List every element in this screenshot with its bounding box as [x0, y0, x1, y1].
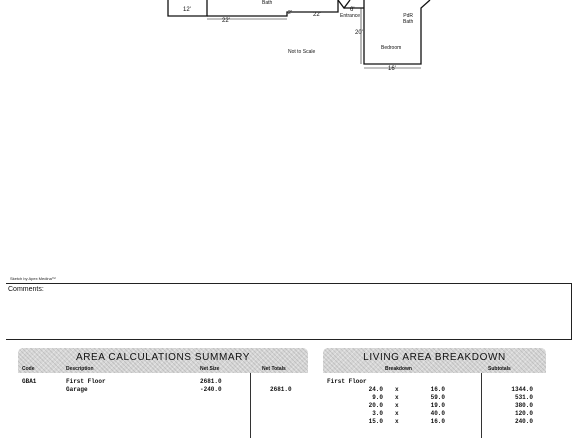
- dim-right-side: 20': [355, 30, 363, 36]
- breakdown-dim-b: 16.0: [430, 418, 445, 425]
- living-area-body: First Floor 24.0 x 16.0 1344.0 9.0 x 59.0 531.0…: [323, 373, 546, 438]
- breakdown-times: x: [395, 402, 399, 409]
- breakdown-subtotal: 380.0: [514, 402, 533, 409]
- breakdown-dim-b: 59.0: [430, 394, 445, 401]
- breakdown-dim-b: 19.0: [430, 402, 445, 409]
- sketch-credit: Sketch by Apex Medina™: [10, 276, 56, 281]
- dim-middle-small: 2': [288, 10, 292, 16]
- room-label-pdr: PdR: [403, 13, 414, 19]
- area-summary-title: AREA CALCULATIONS SUMMARY: [75, 352, 251, 363]
- column-divider: [481, 373, 482, 438]
- dim-bottom-long: 22': [222, 18, 230, 24]
- living-area-title: LIVING AREA BREAKDOWN: [363, 352, 506, 363]
- breakdown-times: x: [395, 394, 399, 401]
- area-summary-table: AREA CALCULATIONS SUMMARY Code Descripti…: [18, 348, 308, 438]
- room-label-bath-2: Bath: [403, 19, 414, 25]
- breakdown-subtotal: 531.0: [514, 394, 533, 401]
- breakdown-subtotal: 240.0: [514, 418, 533, 425]
- col-code: Code: [22, 366, 35, 372]
- col-net-totals: Net Totals: [262, 366, 286, 372]
- comments-label: Comments:: [8, 286, 44, 293]
- column-divider: [250, 373, 251, 438]
- floor-plan-sketch: 12' 22' 2' 22' 6' 20' 16' Bath Entrance …: [10, 0, 431, 281]
- row-net-totals: 2681.0: [270, 386, 292, 393]
- breakdown-dim-b: 40.0: [430, 410, 445, 417]
- breakdown-dim-a: 3.0: [372, 410, 383, 417]
- breakdown-subtotal: 120.0: [514, 410, 533, 417]
- breakdown-dim-a: 9.0: [372, 394, 383, 401]
- comments-top-rule: [6, 283, 571, 284]
- not-to-scale-label: Not to Scale: [288, 49, 316, 55]
- room-label-bedroom: Bedroom: [381, 45, 402, 51]
- breakdown-times: x: [395, 410, 399, 417]
- col-description: Description: [66, 366, 94, 372]
- row-description: Garage: [66, 386, 88, 393]
- main-wall-outline: [207, 0, 339, 17]
- breakdown-times: x: [395, 386, 399, 393]
- dim-right-bottom: 16': [388, 66, 396, 72]
- dim-entrance-width: 6': [350, 7, 355, 13]
- row-net-size: 2681.0: [200, 378, 222, 385]
- row-description: First Floor: [66, 378, 106, 385]
- col-breakdown: Breakdown: [385, 366, 412, 372]
- floor-plan-drawing: [167, 0, 431, 69]
- left-room-outline: [167, 0, 208, 17]
- breakdown-dim-b: 16.0: [430, 386, 445, 393]
- row-net-size: -240.0: [200, 386, 222, 393]
- entrance-notch: [337, 0, 351, 10]
- room-label-entrance: Entrance: [340, 13, 361, 19]
- comments-bottom-rule: [6, 339, 572, 340]
- col-net-size: Net Size: [200, 366, 220, 372]
- breakdown-times: x: [395, 418, 399, 425]
- comments-right-rule: [571, 283, 572, 340]
- col-subtotals: Subtotals: [488, 366, 511, 372]
- dim-middle: 22': [313, 12, 321, 18]
- area-summary-body: GBA1 First Floor 2681.0 Garage -240.0 26…: [18, 373, 308, 438]
- room-label-bath: Bath: [262, 0, 273, 6]
- row-code: GBA1: [22, 378, 37, 385]
- breakdown-dim-a: 24.0: [368, 386, 383, 393]
- breakdown-subtotal: 1344.0: [511, 386, 533, 393]
- floor-label: First Floor: [327, 378, 367, 385]
- room-label-pdr-bath: PdR Bath: [403, 13, 413, 25]
- bedroom-outline: [363, 0, 431, 65]
- dim-left-bottom: 12': [183, 7, 191, 13]
- living-area-table: LIVING AREA BREAKDOWN Breakdown Subtotal…: [323, 348, 546, 438]
- breakdown-dim-a: 20.0: [368, 402, 383, 409]
- breakdown-dim-a: 15.0: [368, 418, 383, 425]
